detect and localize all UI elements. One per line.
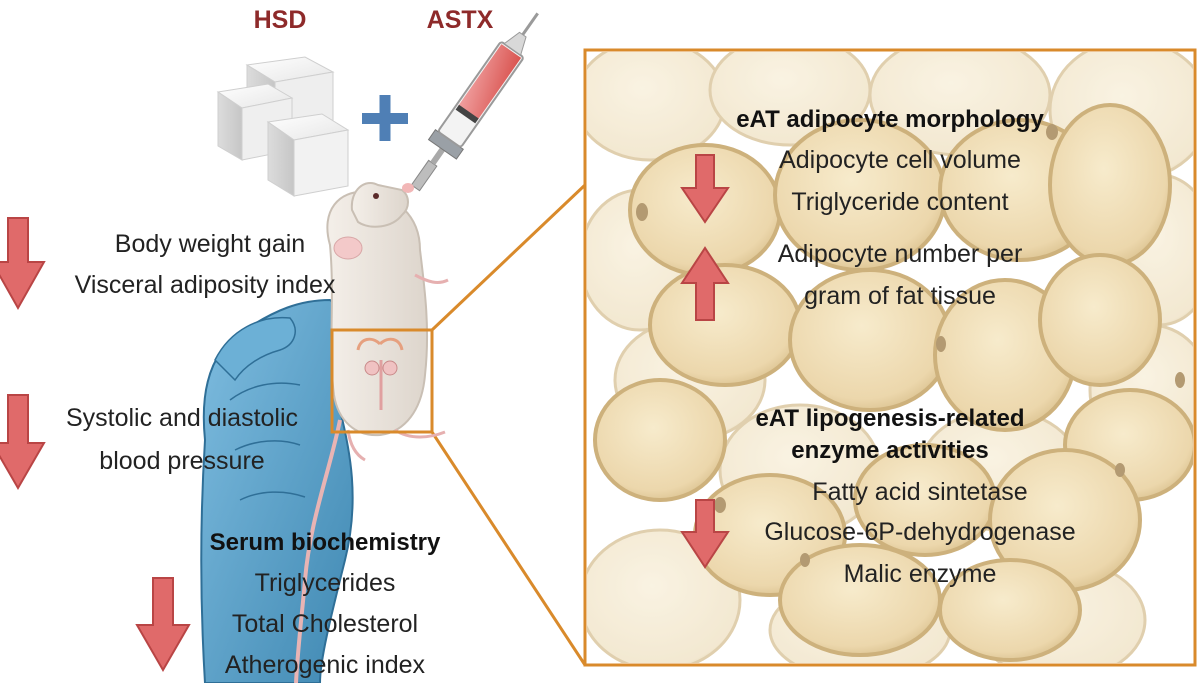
serum-item-atherogenic: Atherogenic index <box>224 651 426 679</box>
enzyme-g6pdh: Glucose-6P-dehydrogenase <box>764 518 1076 546</box>
serum-item-triglycerides: Triglycerides <box>254 569 396 597</box>
down-arrow-icon <box>0 217 46 311</box>
syringe-icon <box>410 12 539 192</box>
plus-icon <box>362 95 408 141</box>
hsd-label: HSD <box>253 6 307 34</box>
zoom-line-bottom <box>430 431 587 666</box>
morphology-number-2: gram of fat tissue <box>804 282 996 310</box>
gloved-hand-illustration <box>200 298 354 683</box>
effect-body-weight: Body weight gain <box>114 230 306 258</box>
serum-biochemistry-title: Serum biochemistry <box>209 529 441 556</box>
effect-visceral-adiposity: Visceral adiposity index <box>74 271 336 299</box>
morphology-triglyceride: Triglyceride content <box>791 188 1009 216</box>
morphology-cell-volume: Adipocyte cell volume <box>779 146 1021 174</box>
down-arrow-icon <box>680 499 730 569</box>
left-arrows <box>0 217 191 672</box>
adipocyte-cells <box>587 52 1193 663</box>
zoom-line-top <box>430 183 587 332</box>
adipose-tissue-panel <box>583 48 1197 667</box>
right-arrows <box>680 154 730 569</box>
down-arrow-icon <box>0 394 46 490</box>
serum-item-cholesterol: Total Cholesterol <box>231 610 419 638</box>
rat-illustration <box>294 182 449 683</box>
zoom-box <box>330 328 434 434</box>
effect-blood-pressure-1: Systolic and diastolic <box>65 404 299 432</box>
morphology-title: eAT adipocyte morphology <box>736 106 1044 133</box>
lipogenesis-title-2: enzyme activities <box>791 437 989 464</box>
effect-blood-pressure-2: blood pressure <box>99 447 265 475</box>
down-arrow-icon <box>135 577 191 672</box>
lipogenesis-title-1: eAT lipogenesis-related <box>755 405 1025 432</box>
up-arrow-icon <box>680 246 730 321</box>
morphology-number-1: Adipocyte number per <box>777 240 1023 268</box>
enzyme-fatty-acid: Fatty acid sintetase <box>812 478 1028 506</box>
sugar-cubes-icon <box>216 56 350 197</box>
down-arrow-icon <box>680 154 730 224</box>
enzyme-malic: Malic enzyme <box>843 560 997 588</box>
astx-label: ASTX <box>426 6 494 34</box>
